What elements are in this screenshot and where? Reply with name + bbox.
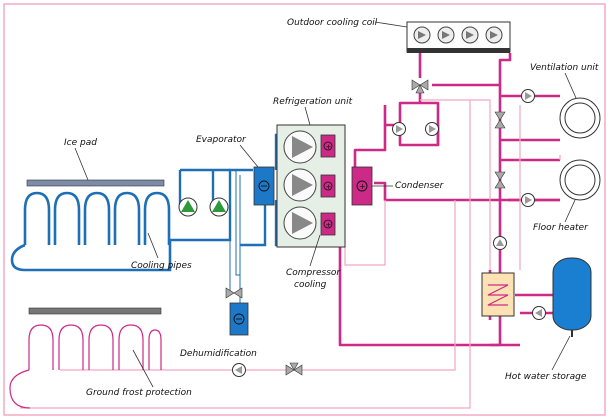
evaporator	[253, 166, 275, 206]
svg-text:+: +	[326, 143, 332, 151]
hot-water-piping	[338, 53, 560, 347]
refrigeration-unit: + + +	[276, 124, 346, 248]
pump-icon	[232, 89, 546, 377]
dehumidification-label: Dehumidification	[180, 349, 257, 359]
ice-pad-label: Ice pad	[64, 138, 97, 148]
evaporator-label: Evaporator	[196, 135, 247, 145]
valve-icon	[285, 79, 506, 376]
dehumidifier	[229, 302, 249, 336]
condenser: +	[351, 166, 373, 206]
svg-text:+: +	[326, 221, 332, 229]
heat-exchanger-icon	[481, 272, 515, 317]
compressor-cooling-label-1: Compressor	[286, 268, 341, 278]
ground-frost-pipes	[9, 324, 162, 409]
svg-text:+: +	[359, 182, 366, 191]
svg-text:+: +	[326, 183, 332, 191]
ventilation-unit	[559, 97, 601, 139]
valve-icon	[225, 287, 243, 299]
dehumid-piping	[229, 170, 241, 305]
outdoor-cooling-coil	[406, 21, 511, 53]
compressor-icon	[283, 130, 317, 240]
cooling-pipes-label: Cooling pipes	[131, 261, 192, 271]
floor-heater	[559, 159, 601, 201]
ground-frost-label: Ground frost protection	[86, 388, 192, 398]
compressor-cooling-label-2: cooling	[294, 280, 327, 290]
ice-pad	[26, 179, 165, 187]
ventilation-unit-label: Ventilation unit	[530, 63, 599, 73]
outer-frame	[3, 3, 606, 416]
hot-water-storage-label: Hot water storage	[505, 372, 587, 382]
cold-piping	[170, 133, 295, 247]
compressor-cooler-icon: + + +	[320, 134, 336, 236]
ground-slab	[28, 307, 162, 315]
refrigeration-unit-label: Refrigeration unit	[273, 97, 353, 107]
cooling-pipes	[10, 191, 172, 272]
floor-heater-label: Floor heater	[533, 223, 589, 233]
condenser-label: Condenser	[395, 181, 445, 191]
pump-icon	[178, 197, 229, 217]
outdoor-coil-label: Outdoor cooling coil	[287, 18, 378, 28]
hot-water-storage	[552, 257, 592, 337]
fan-icon	[413, 26, 503, 44]
